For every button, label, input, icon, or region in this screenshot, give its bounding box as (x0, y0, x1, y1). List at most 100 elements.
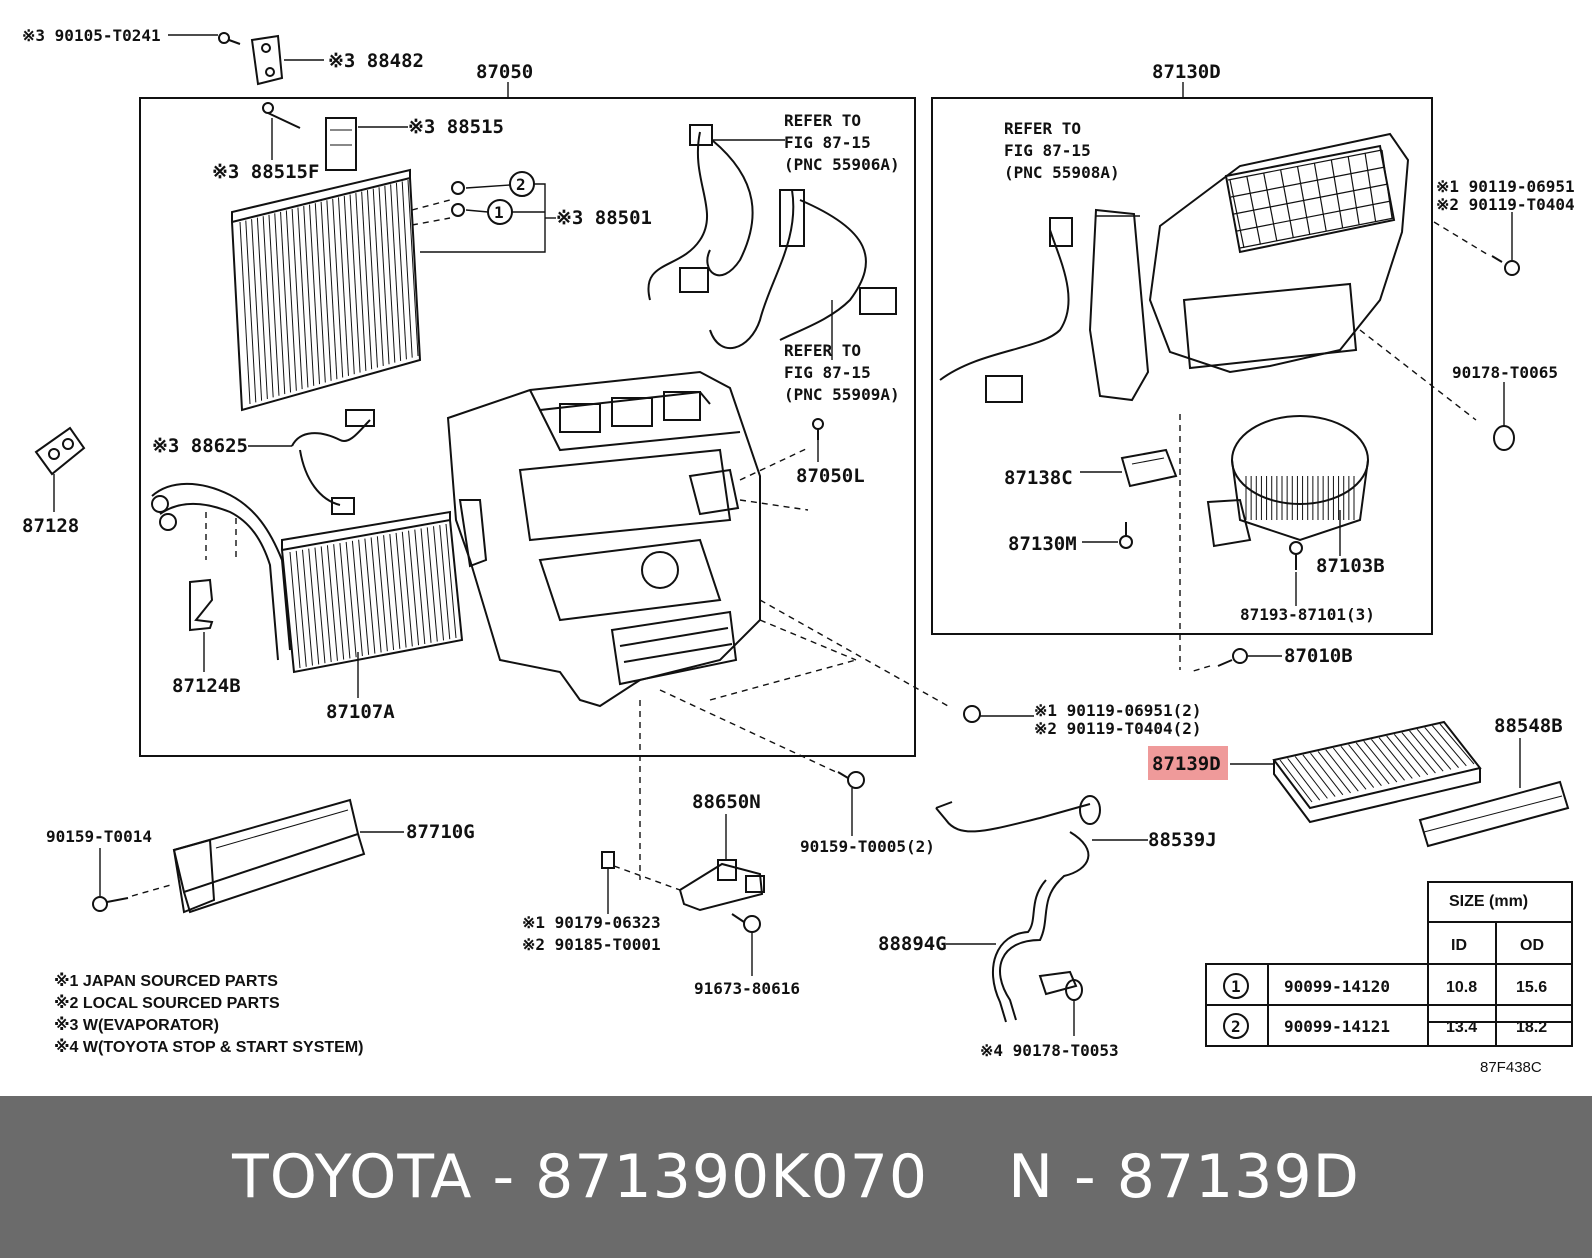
note-4: ※4 W(TOYOTA STOP & START SYSTEM) (54, 1038, 364, 1056)
bracket-88482-icon (250, 34, 324, 86)
size-table-col-od: OD (1520, 937, 1544, 954)
clip-90179-icon (601, 851, 615, 914)
label-87710g: 87710G (406, 821, 475, 843)
label-87193-87101: 87193-87101(3) (1240, 605, 1375, 624)
thermistor-88625-icon (248, 409, 375, 515)
label-88650n: 88650N (692, 791, 761, 813)
parts-diagram: 2 1 (22, 26, 1575, 1076)
clip-90178-t0053-icon (1065, 979, 1083, 1036)
screw-87130m-icon (1082, 522, 1133, 549)
drain-hose-88894g-icon (946, 879, 1078, 1023)
wire-harness-55906a-icon (647, 124, 785, 301)
size-table-row1-od: 15.6 (1516, 979, 1547, 996)
heater-pipes-icon (151, 482, 291, 672)
o-ring-callouts: 2 1 (420, 171, 556, 253)
size-table-row2-mark: 2 (1231, 1017, 1241, 1036)
size-table-row2-id: 13.4 (1446, 1019, 1477, 1036)
footer-bar: TOYOTA - 871390K070 N - 87139D (0, 1096, 1592, 1258)
refer-55908a-line1: REFER TO (1004, 119, 1081, 138)
label-90119-t0404: ※2 90119-T0404 (1436, 195, 1575, 214)
label-88625: ※3 88625 (152, 435, 248, 457)
screw-90119-icon (1491, 212, 1520, 276)
ptc-heater-87710g-icon (172, 798, 404, 914)
label-88548b: 88548B (1494, 715, 1563, 737)
label-88894g: 88894G (878, 933, 947, 955)
bracket-88650n-icon (613, 814, 765, 912)
size-table-col-id: ID (1451, 937, 1467, 954)
label-90119-06951-2: ※1 90119-06951(2) (1034, 701, 1202, 720)
blower-motor-87103b-icon (1206, 415, 1369, 556)
note-1: ※1 JAPAN SOURCED PARTS (54, 972, 278, 990)
size-table-title: SIZE (mm) (1449, 893, 1528, 910)
heater-core-87107a-icon (280, 510, 464, 698)
refer-55906a-line1: REFER TO (784, 111, 861, 130)
screw-87010b-icon (1189, 648, 1282, 673)
label-87130d: 87130D (1152, 61, 1221, 83)
label-88539j: 88539J (1148, 829, 1217, 851)
label-87138c: 87138C (1004, 467, 1073, 489)
footer-reference: N - 87139D (1008, 1142, 1360, 1212)
size-table-row1-id: 10.8 (1446, 979, 1477, 996)
screw-90119-2-icon (963, 705, 1034, 723)
drain-hose-88539j-icon (935, 795, 1148, 881)
figure-code: 87F438C (1480, 1059, 1542, 1076)
hvac-case-87050-icon (446, 370, 761, 708)
label-87050: 87050 (476, 61, 533, 83)
size-table: SIZE (mm) ID OD 1 90099-14120 10.8 15.6 … (1205, 881, 1573, 1047)
label-87050l: 87050L (796, 465, 865, 487)
size-table-row2-part: 90099-14121 (1284, 1017, 1390, 1036)
label-87130m: 87130M (1008, 533, 1077, 555)
label-88515: ※3 88515 (408, 116, 504, 138)
label-87139d[interactable]: 87139D (1152, 753, 1221, 775)
label-87124b: 87124B (172, 675, 241, 697)
expansion-valve-88515-icon (325, 117, 408, 171)
label-87107a: 87107A (326, 701, 395, 723)
bolt-88515f-icon (262, 102, 301, 160)
refer-55906a-line3: (PNC 55906A) (784, 155, 900, 174)
screw-90105-icon (168, 32, 241, 45)
label-87128: 87128 (22, 515, 79, 537)
label-90119-06951: ※1 90119-06951 (1436, 177, 1575, 196)
filter-cover-88548b-icon (1418, 738, 1570, 848)
label-88482: ※3 88482 (328, 50, 424, 72)
screw-91673-icon (731, 913, 761, 976)
highlight-87139d (1148, 746, 1228, 780)
screw-87050l-icon (812, 418, 824, 462)
label-91673-80616: 91673-80616 (694, 979, 800, 998)
nut-90178-t0065-icon (1493, 382, 1515, 451)
size-table-row2-od: 18.2 (1516, 1019, 1547, 1036)
group-frame-87050 (139, 97, 916, 757)
wire-harness-55909a-icon (709, 189, 897, 360)
label-90159-t0005: 90159-T0005(2) (800, 837, 935, 856)
refer-55908a-line2: FIG 87-15 (1004, 141, 1091, 160)
footer-part-number: TOYOTA - 871390K070 (232, 1142, 929, 1212)
size-table-row1-part: 90099-14120 (1284, 977, 1390, 996)
label-90185-t0001: ※2 90185-T0001 (522, 935, 661, 954)
case-dash-lines (639, 447, 949, 880)
blower-case-87130d-icon (939, 132, 1491, 421)
screw-90159-t0005-icon (837, 771, 865, 836)
label-90178-t0065: 90178-T0065 (1452, 363, 1558, 382)
evaporator-core-icon (230, 168, 451, 412)
screw-90159-t0014-icon (92, 848, 175, 912)
footer-title: TOYOTA - 871390K070 N - 87139D (0, 1096, 1592, 1258)
label-88501: ※3 88501 (556, 207, 652, 229)
label-90159-t0014: 90159-T0014 (46, 827, 152, 846)
grommet-87128-icon (34, 426, 86, 512)
label-88515f: ※3 88515F (212, 161, 319, 183)
size-table-row1-mark: 1 (1231, 977, 1241, 996)
refer-55909a-line1: REFER TO (784, 341, 861, 360)
label-90105-t0241: ※3 90105-T0241 (22, 26, 161, 45)
refer-55909a-line3: (PNC 55909A) (784, 385, 900, 404)
air-filter-87139d-icon (1230, 720, 1482, 824)
group-frame-87130d (931, 97, 1433, 635)
label-87010b: 87010B (1284, 645, 1353, 667)
callout-1-label: 1 (494, 203, 504, 222)
screw-87193-icon (1289, 541, 1303, 606)
note-2: ※2 LOCAL SOURCED PARTS (54, 994, 280, 1012)
note-3: ※3 W(EVAPORATOR) (54, 1016, 219, 1034)
refer-55909a-line2: FIG 87-15 (784, 363, 871, 382)
refer-55906a-line2: FIG 87-15 (784, 133, 871, 152)
label-90179-06323: ※1 90179-06323 (522, 913, 661, 932)
label-87103b: 87103B (1316, 555, 1385, 577)
